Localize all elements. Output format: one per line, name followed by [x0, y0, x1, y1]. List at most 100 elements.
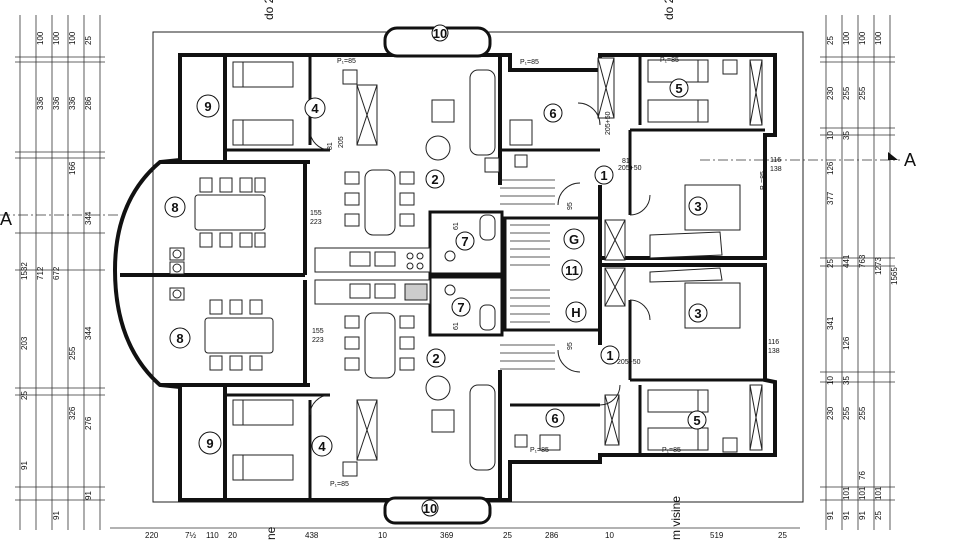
- bottom-dimension-texts: 220 7½ 110 20 438 10 369 25 286 10 519 2…: [145, 531, 787, 540]
- room-label-9-bottom: 9: [198, 431, 222, 455]
- dim-text: 91: [842, 511, 851, 520]
- annotation: 138: [768, 348, 780, 355]
- dim-text: 1532: [20, 262, 29, 280]
- room-label-1-bottom: 1: [600, 345, 620, 365]
- room-label-2-top: 2: [425, 169, 445, 189]
- dim-text: 25: [874, 511, 883, 520]
- room-labels: 10 9 4 6 5 8 2 1 3 7 G 11 H 7 8 3 2 1 5 …: [164, 24, 708, 517]
- room-label-H: H: [565, 301, 587, 323]
- room-label-G: G: [563, 228, 585, 250]
- shafts: [356, 57, 763, 461]
- room-label-3-bottom: 3: [688, 303, 708, 323]
- dim-text: 91: [84, 491, 93, 500]
- annotation: 81: [327, 142, 334, 150]
- annotation: 155: [312, 328, 324, 335]
- annotation: P₁=85: [520, 59, 539, 66]
- dim-text: 10: [378, 531, 387, 540]
- room-label-6-top: 6: [543, 103, 563, 123]
- top-mark-right: do 2: [662, 0, 676, 20]
- svg-text:7: 7: [457, 300, 464, 315]
- dim-text: 100: [874, 31, 883, 45]
- svg-text:G: G: [569, 232, 579, 247]
- annotation: 205+50: [605, 111, 612, 135]
- dim-text: 91: [52, 511, 61, 520]
- dim-text: 344: [84, 211, 93, 225]
- dim-text: 220: [145, 531, 159, 540]
- room-label-8-top: 8: [164, 196, 186, 218]
- svg-text:6: 6: [549, 106, 556, 121]
- room-label-2-bottom: 2: [426, 348, 446, 368]
- dim-text: 25: [84, 36, 93, 45]
- dim-text: 712: [36, 266, 45, 280]
- section-label-right: A: [904, 150, 916, 170]
- annotation: 155: [310, 210, 322, 217]
- kitchen-table-top: [344, 169, 415, 236]
- dim-text: 25: [20, 391, 29, 400]
- svg-text:6: 6: [551, 411, 558, 426]
- top-mark-left: do 2: [262, 0, 276, 20]
- left-dimension-lines: [15, 15, 105, 530]
- section-label-left: A: [0, 209, 12, 229]
- dim-text: 25: [778, 531, 787, 540]
- room-label-1-top: 1: [594, 165, 614, 185]
- svg-text:4: 4: [311, 101, 319, 116]
- annotation: 205: [338, 136, 345, 148]
- svg-text:7: 7: [461, 234, 468, 249]
- dim-text: 35: [842, 131, 851, 140]
- svg-text:2: 2: [432, 351, 439, 366]
- annotation: P₁=85: [337, 58, 356, 65]
- svg-text:8: 8: [171, 200, 178, 215]
- dining-table-bottom: [204, 299, 274, 371]
- annotation: 205+50: [618, 165, 642, 172]
- beds: [232, 59, 741, 481]
- dim-text: 763: [858, 254, 867, 268]
- dim-text: 344: [84, 326, 93, 340]
- annotation: 116: [770, 157, 781, 164]
- dim-text: 230: [826, 406, 835, 420]
- svg-text:10: 10: [423, 501, 437, 516]
- dim-text: 438: [305, 531, 319, 540]
- svg-text:3: 3: [694, 199, 701, 214]
- room-label-11: 11: [561, 259, 583, 281]
- svg-text:H: H: [571, 305, 580, 320]
- door-annotations: P₁=85 P₁=85 P₁=85 P₁=85 P₁=85 P₁=85 P₁=8…: [310, 57, 782, 488]
- right-dimension-lines: [820, 15, 895, 530]
- svg-text:1: 1: [606, 348, 613, 363]
- room-label-3-top: 3: [688, 196, 708, 216]
- room-label-5-bottom: 5: [687, 410, 707, 430]
- dim-text: 336: [52, 96, 61, 110]
- annotation: 81: [622, 158, 630, 165]
- svg-text:11: 11: [565, 263, 579, 278]
- door-swings: [309, 102, 651, 416]
- dim-text: 286: [545, 531, 559, 540]
- kitchen-table-bottom: [344, 312, 415, 379]
- svg-text:9: 9: [206, 436, 213, 451]
- dim-text: 336: [36, 96, 45, 110]
- dim-text: 672: [52, 266, 61, 280]
- room-label-10-top: 10: [431, 24, 449, 42]
- dim-text: 341: [826, 316, 835, 330]
- kitchen-counters: [314, 247, 431, 305]
- dim-text: 126: [842, 336, 851, 350]
- right-dimension-texts: 25 230 10 126 377 25 341 10 230 91 100 2…: [826, 31, 899, 520]
- svg-text:2: 2: [431, 172, 438, 187]
- room-label-7-top: 7: [455, 231, 475, 251]
- dim-text: 369: [440, 531, 454, 540]
- annotation: 223: [312, 337, 324, 344]
- dim-text: 1565: [890, 267, 899, 285]
- dim-text: 286: [84, 96, 93, 110]
- left-dimension-texts: 91 25 203 1532 712 672 336 100 100 336 1…: [20, 31, 93, 520]
- dim-text: 101: [842, 486, 851, 500]
- dim-text: 1273: [874, 257, 883, 275]
- room-label-8-bottom: 8: [169, 327, 191, 349]
- annotation: 116: [768, 339, 779, 346]
- dim-text: 326: [68, 406, 77, 420]
- dim-text: 166: [68, 161, 77, 175]
- dim-text: 20: [228, 531, 237, 540]
- dim-text: 10: [826, 376, 835, 385]
- dim-text: 91: [858, 511, 867, 520]
- corner-units: [169, 247, 185, 301]
- annotation: 61: [453, 322, 460, 330]
- annotation: 95: [567, 202, 574, 210]
